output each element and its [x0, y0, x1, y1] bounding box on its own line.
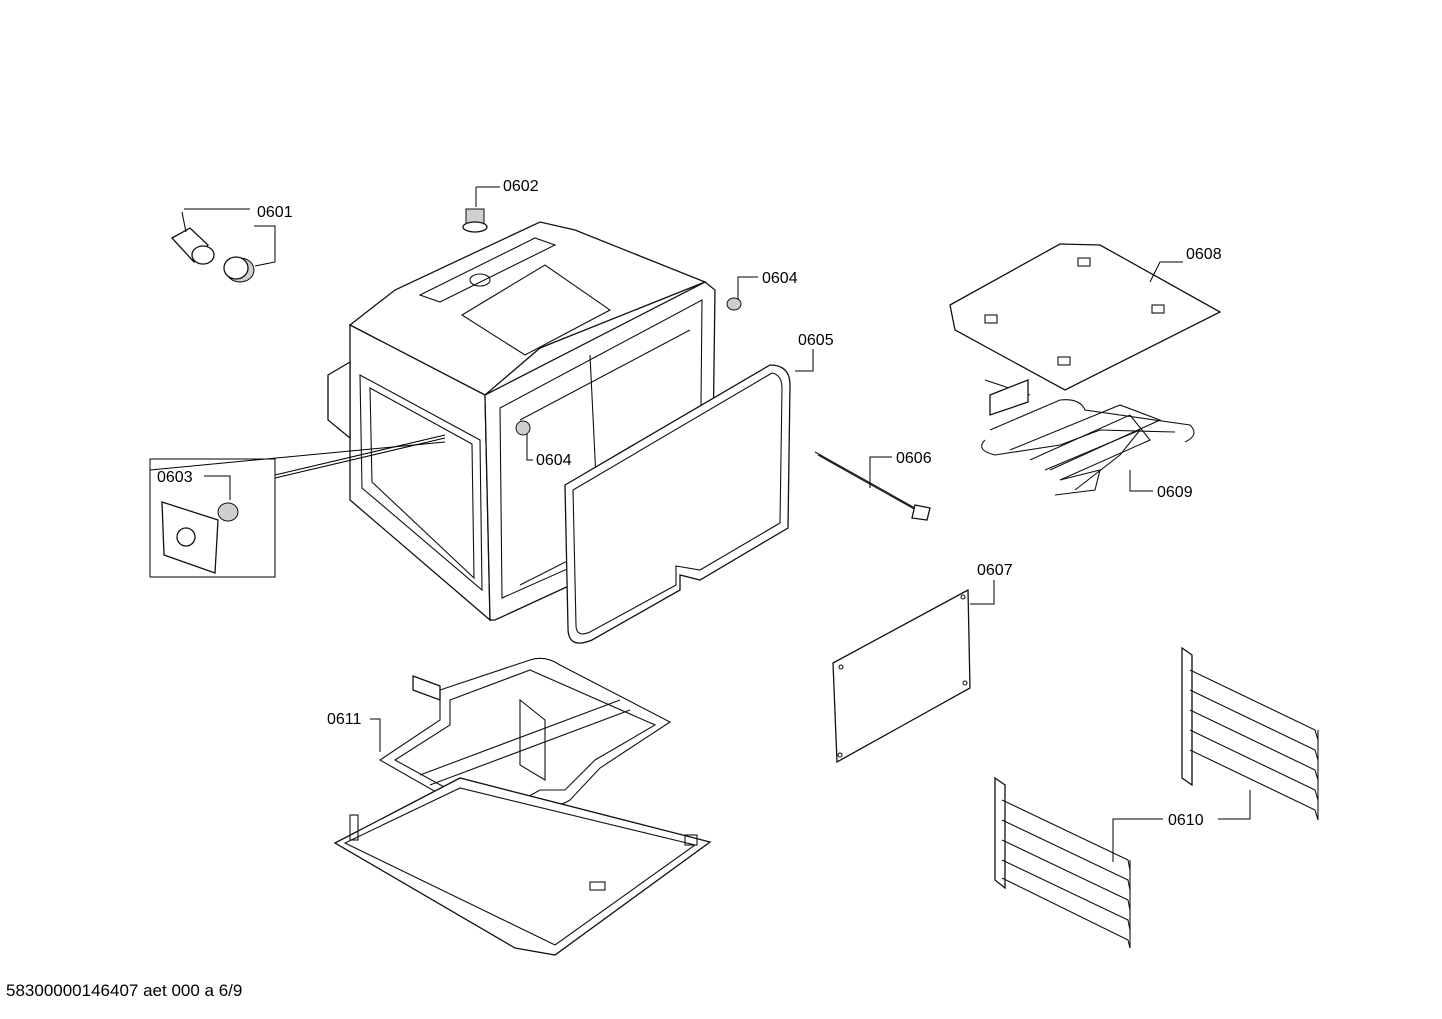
label-0601: 0601	[257, 204, 293, 221]
label-0603: 0603	[157, 469, 193, 486]
label-0604-lower: 0604	[536, 452, 572, 469]
label-0608: 0608	[1186, 246, 1222, 263]
side-rack-left-icon	[994, 776, 1131, 949]
plug-icon-upper	[726, 297, 742, 311]
label-0611: 0611	[327, 711, 362, 728]
label-0610: 0610	[1168, 812, 1204, 829]
label-0606: 0606	[896, 450, 932, 467]
label-0607: 0607	[977, 562, 1013, 579]
lamp-gasket-icon	[161, 501, 239, 574]
top-cover-plate-icon	[949, 243, 1222, 391]
top-sensor-icon	[462, 208, 488, 233]
label-0605: 0605	[798, 332, 834, 349]
bottom-base-plate-icon	[333, 698, 712, 956]
label-0604-upper: 0604	[762, 270, 798, 287]
plug-icon-lower	[515, 420, 531, 436]
temperature-probe-icon	[814, 451, 931, 521]
label-0602: 0602	[503, 178, 539, 195]
side-rack-right-icon	[1181, 646, 1319, 821]
document-id: 58300000146407 aet 000 a 6/9	[6, 981, 243, 1000]
lamp-cover-icon	[223, 256, 255, 283]
lamp-holder-icon	[170, 211, 215, 265]
back-panel-icon	[832, 588, 971, 764]
door-seal-icon	[564, 364, 791, 644]
top-heating-element-icon	[981, 379, 1195, 496]
label-0609: 0609	[1157, 484, 1193, 501]
